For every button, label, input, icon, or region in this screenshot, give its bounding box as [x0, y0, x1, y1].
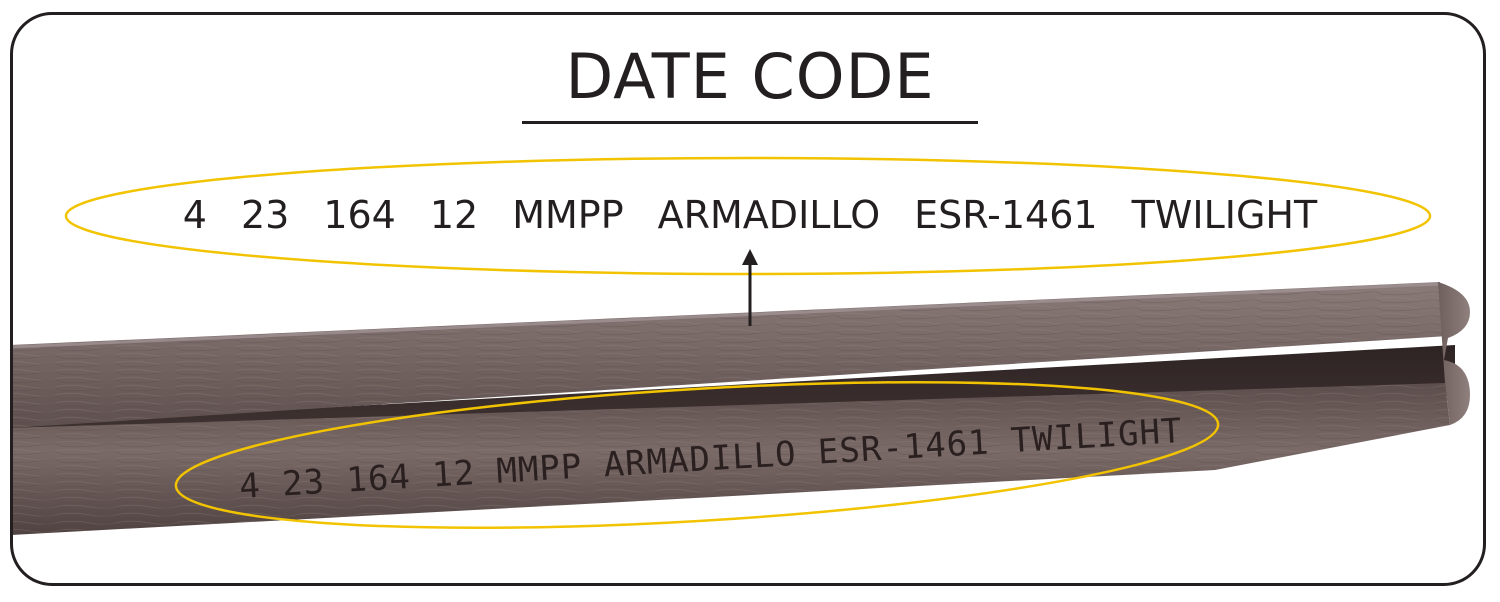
- code-field: ESR-1461: [914, 193, 1098, 237]
- stamp-highlight-ellipse: [174, 380, 1220, 530]
- code-field: TWILIGHT: [1131, 193, 1318, 237]
- code-field: 12: [429, 193, 479, 237]
- code-highlight-ellipse: [64, 156, 1432, 276]
- page-title: DATE CODE: [565, 40, 935, 113]
- code-field: 23: [240, 193, 290, 237]
- board-end: [1438, 282, 1470, 425]
- code-field: ARMADILLO: [657, 193, 881, 237]
- code-field: 4: [182, 193, 207, 237]
- code-field: MMPP: [512, 193, 624, 237]
- date-code-legend: 4 23 164 12 MMPP ARMADILLO ESR-1461 TWILIGHT: [0, 196, 1500, 234]
- code-field: 164: [323, 193, 396, 237]
- title-underline: [522, 121, 978, 124]
- up-arrow-icon: [742, 249, 758, 326]
